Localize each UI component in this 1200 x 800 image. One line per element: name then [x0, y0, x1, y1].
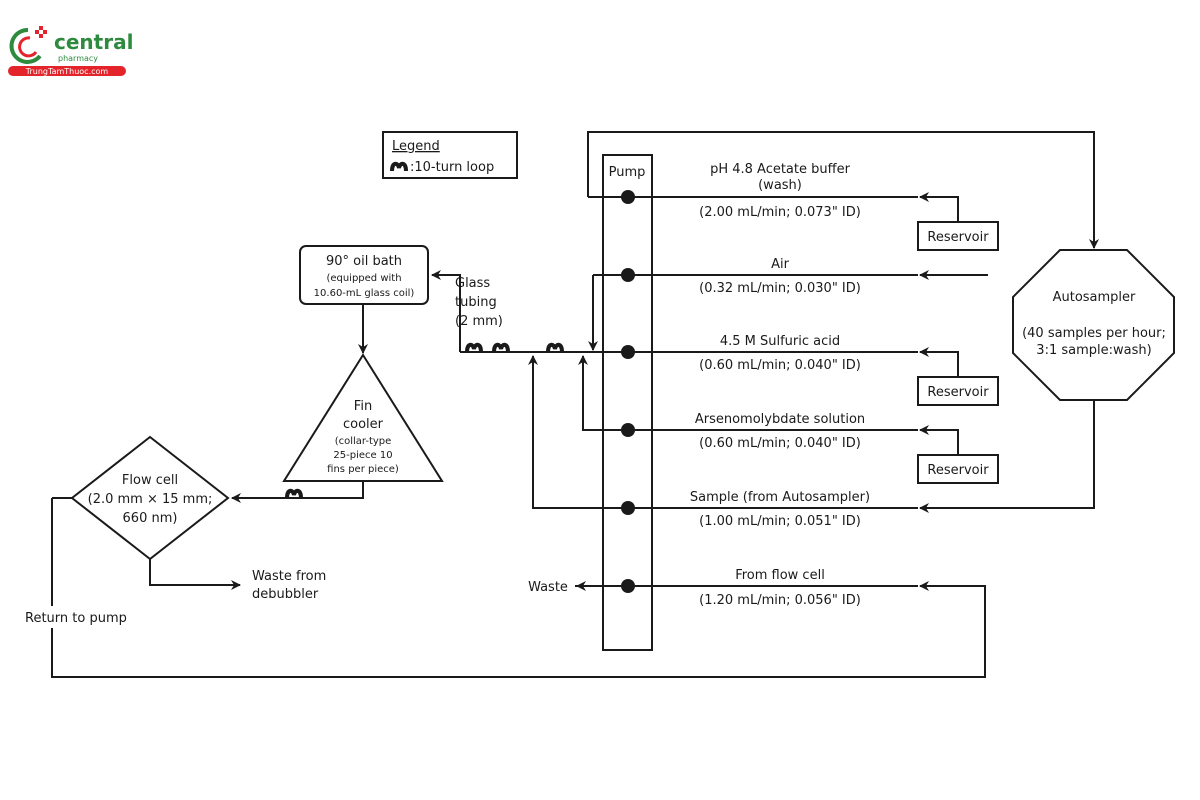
logo-site: TrungTamThuoc.com	[25, 67, 109, 76]
pump-roller-wash	[621, 190, 635, 204]
waste-label: Waste	[528, 580, 568, 595]
reservoirs: Reservoir Reservoir Reservoir	[917, 221, 999, 484]
autosampler: Autosampler (40 samples per hour; 3:1 sa…	[1012, 249, 1175, 401]
flowcell-to-waste	[149, 559, 241, 590]
central-pharmacy-logo: central pharmacy TrungTamThuoc.com	[8, 26, 133, 76]
channel-sample-spec: (1.00 mL/min; 0.051" ID)	[699, 514, 861, 529]
flow-cell-title: Flow cell	[122, 473, 178, 488]
glass-tubing-label-1: Glass	[455, 276, 490, 291]
pump-label: Pump	[609, 165, 646, 180]
logo-cross-icon	[35, 26, 47, 38]
pump-roller-sample	[621, 501, 635, 515]
logo-ring-icon	[9, 27, 42, 64]
legend-box	[382, 131, 518, 179]
reservoir-acid-label: Reservoir	[927, 385, 989, 400]
channel-sample-name: Sample (from Autosampler)	[690, 490, 870, 505]
pump-rollers	[621, 190, 635, 593]
oil-bath: 90° oil bath (equipped with 10.60-mL gla…	[299, 245, 429, 354]
channel-wash-name2: (wash)	[758, 178, 802, 193]
pump-box	[602, 154, 653, 651]
channel-air-name: Air	[771, 257, 790, 272]
reservoir-wash	[917, 221, 999, 251]
channel-arseno-name: Arsenomolybdate solution	[695, 412, 865, 427]
cooler-to-flowcell	[231, 481, 364, 503]
reservoir-arseno	[917, 454, 999, 484]
autosampler-title: Autosampler	[1053, 290, 1136, 305]
channel-labels: pH 4.8 Acetate buffer (wash) (2.00 mL/mi…	[528, 162, 870, 608]
waste-debubbler-1: Waste from	[252, 569, 326, 584]
logo-site-bar	[8, 66, 126, 76]
arseno-line	[578, 355, 918, 431]
fin-cooler-line3: fins per piece)	[327, 464, 399, 475]
waste-debubbler-2: debubbler	[252, 587, 319, 602]
autosampler-to-sample-feed	[919, 400, 1095, 513]
ten-turn-loop-icon	[546, 342, 564, 354]
wash-to-autosampler-line	[587, 131, 1099, 249]
pump-roller-acid	[621, 345, 635, 359]
flow-cell: Flow cell (2.0 mm × 15 mm; 660 nm) Waste…	[20, 435, 326, 628]
channel-arseno-spec: (0.60 mL/min; 0.040" ID)	[699, 436, 861, 451]
logo-sub: pharmacy	[58, 54, 98, 63]
pump-roller-flowcell	[621, 579, 635, 593]
channel-flowcell-spec: (1.20 mL/min; 0.056" ID)	[699, 593, 861, 608]
acid-reservoir-feed	[919, 347, 959, 377]
autosampler-line2: 3:1 sample:wash)	[1036, 343, 1151, 358]
pump: Pump	[602, 154, 653, 651]
flow-cell-line2: 660 nm)	[123, 511, 178, 526]
flow-cell-line1: (2.0 mm × 15 mm;	[88, 492, 213, 507]
logo-brand: central	[54, 30, 133, 54]
return-label-bg	[20, 606, 135, 628]
logo-inner-ring-icon	[18, 36, 38, 58]
reservoir-acid	[917, 376, 999, 406]
ten-turn-loop-icon	[465, 342, 483, 354]
oil-bath-title: 90° oil bath	[326, 254, 402, 269]
fin-cooler-line1: (collar-type	[335, 436, 392, 447]
channel-acid-name: 4.5 M Sulfuric acid	[720, 334, 840, 349]
ten-turn-loop-icon	[492, 342, 510, 354]
channel-acid-spec: (0.60 mL/min; 0.040" ID)	[699, 358, 861, 373]
legend: Legend :10-turn loop	[382, 131, 518, 179]
channel-air-spec: (0.32 mL/min; 0.030" ID)	[699, 281, 861, 296]
wash-reservoir-feed	[919, 192, 959, 222]
glass-tubing-label-3: (2 mm)	[455, 314, 503, 329]
legend-loop-label: :10-turn loop	[410, 160, 494, 175]
tubing-to-oil-bath	[431, 270, 461, 352]
reservoir-wash-label: Reservoir	[927, 230, 989, 245]
sample-line	[528, 355, 918, 509]
channel-wash-spec: (2.00 mL/min; 0.073" ID)	[699, 205, 861, 220]
pump-roller-air	[621, 268, 635, 282]
glass-tubing: Glass tubing (2 mm)	[431, 270, 564, 354]
arseno-reservoir-feed	[919, 425, 959, 455]
oil-bath-line1: (equipped with	[326, 273, 401, 284]
glass-tubing-label-2: tubing	[455, 295, 497, 310]
autosampler-octagon	[1012, 249, 1175, 401]
channel-wash-name: pH 4.8 Acetate buffer	[710, 162, 851, 177]
autosampler-line1: (40 samples per hour;	[1022, 326, 1166, 341]
return-to-pump-label: Return to pump	[25, 611, 127, 626]
legend-title: Legend	[392, 139, 440, 154]
ten-turn-loop-icon	[285, 488, 303, 500]
fin-cooler-title2: cooler	[343, 417, 384, 432]
fin-cooler-title1: Fin	[354, 399, 372, 414]
reservoir-arseno-label: Reservoir	[927, 463, 989, 478]
fin-cooler-line2: 25-piece 10	[333, 450, 392, 461]
fin-cooler: Fin cooler (collar-type 25-piece 10 fins…	[231, 353, 444, 503]
channel-flowcell-name: From flow cell	[735, 568, 825, 583]
pump-roller-arseno	[621, 423, 635, 437]
oil-bath-line2: 10.60-mL glass coil)	[314, 288, 415, 299]
